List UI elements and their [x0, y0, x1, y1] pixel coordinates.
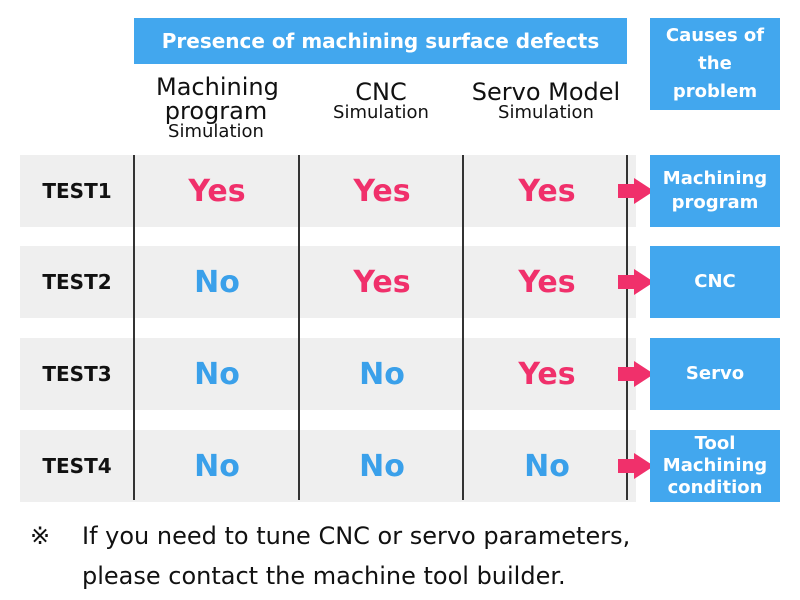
- result-cell: Yes: [188, 173, 246, 209]
- row-background: [20, 338, 636, 410]
- cause-box: CNC: [650, 246, 780, 318]
- cause-box: Machining program: [650, 155, 780, 227]
- result-cell: No: [359, 356, 405, 392]
- cause-label: CNC: [694, 271, 736, 292]
- row-label: TEST2: [42, 270, 112, 294]
- cause-box: Servo: [650, 338, 780, 410]
- column-main-label: CNC: [355, 78, 407, 106]
- column-sub-label: Simulation: [333, 102, 429, 123]
- result-cell: Yes: [518, 173, 576, 209]
- note-mark: ※: [30, 522, 51, 550]
- column-main-label: Machining program: [156, 73, 279, 125]
- arrow-stem: [618, 184, 636, 198]
- column-header-servo-model: Servo Model Simulation: [465, 80, 627, 122]
- column-divider: [462, 155, 464, 500]
- result-cell: No: [359, 448, 405, 484]
- row-label: TEST3: [42, 362, 112, 386]
- row-background: [20, 430, 636, 502]
- column-header-cnc: CNC Simulation: [300, 80, 462, 122]
- column-main-label: Servo Model: [471, 78, 621, 106]
- cause-box: Tool Machining condition: [650, 430, 780, 502]
- result-cell: No: [524, 448, 570, 484]
- column-sub-label: Simulation: [168, 121, 264, 142]
- cause-label: Servo: [685, 363, 745, 384]
- result-cell: Yes: [518, 264, 576, 300]
- result-cell: No: [194, 448, 240, 484]
- result-cell: No: [194, 356, 240, 392]
- note-line-1: If you need to tune CNC or servo paramet…: [82, 522, 631, 550]
- cause-label: Tool Machining condition: [662, 433, 768, 498]
- cause-label: Machining program: [662, 168, 768, 213]
- row-background: [20, 246, 636, 318]
- column-header-machining-program: Machining program Simulation: [135, 75, 297, 141]
- right-arrow-icon: [634, 361, 654, 387]
- arrow-stem: [618, 459, 636, 473]
- row-label: TEST4: [42, 454, 112, 478]
- column-divider: [298, 155, 300, 500]
- result-cell: Yes: [353, 264, 411, 300]
- result-cell: No: [194, 264, 240, 300]
- causes-header: Causes of the problem: [650, 18, 780, 110]
- causes-header-text: Causes of the problem: [665, 25, 765, 102]
- column-sub-label: Simulation: [498, 102, 594, 123]
- arrow-stem: [618, 275, 636, 289]
- right-arrow-icon: [634, 269, 654, 295]
- row-label: TEST1: [42, 179, 112, 203]
- row-background: [20, 155, 636, 227]
- result-cell: Yes: [518, 356, 576, 392]
- arrow-stem: [618, 367, 636, 381]
- note-line-2: please contact the machine tool builder.: [82, 562, 566, 590]
- result-cell: Yes: [353, 173, 411, 209]
- column-divider: [133, 155, 135, 500]
- right-arrow-icon: [634, 453, 654, 479]
- right-arrow-icon: [634, 178, 654, 204]
- presence-header: Presence of machining surface defects: [134, 18, 627, 64]
- column-divider: [626, 155, 628, 500]
